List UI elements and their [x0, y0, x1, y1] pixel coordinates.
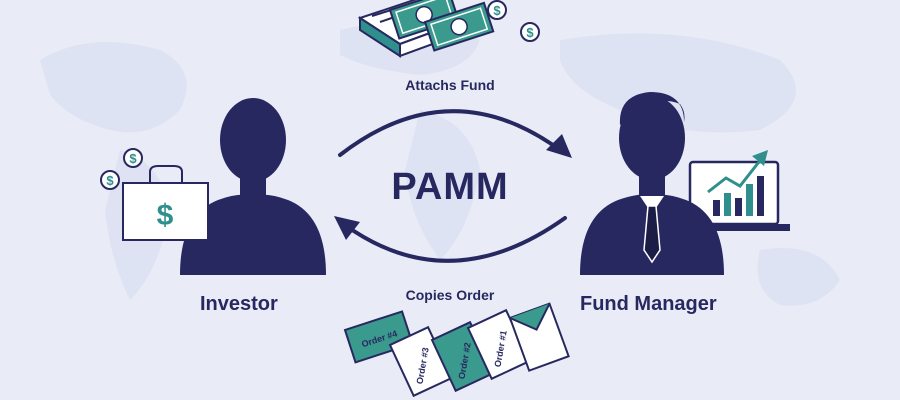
money-bag-icon: $ — [122, 165, 209, 241]
top-flow-label: Attachs Fund — [405, 77, 495, 93]
svg-text:$: $ — [157, 199, 174, 232]
order-card: Order #4 — [343, 310, 414, 364]
bottom-flow-label: Copies Order — [405, 287, 495, 303]
dollar-coin-icon: $ — [520, 22, 540, 42]
bottom-flow-arrow — [334, 216, 567, 263]
top-flow-arrow — [338, 109, 572, 158]
cash-stack-icon — [357, 0, 495, 58]
fund-manager-figure — [580, 92, 724, 275]
dollar-coin-icon: $ — [100, 170, 120, 190]
investor-label: Investor — [200, 293, 278, 315]
fund-manager-label: Fund Manager — [580, 293, 717, 315]
laptop-chart-icon — [680, 150, 790, 231]
svg-text:$: $ — [106, 173, 114, 188]
dollar-coin-icon: $ — [487, 0, 507, 20]
document-card-icon — [508, 302, 570, 372]
svg-text:$: $ — [129, 151, 137, 166]
svg-text:$: $ — [493, 3, 501, 18]
investor-figure — [180, 98, 326, 275]
dollar-coin-icon: $ — [123, 148, 143, 168]
world-map-background — [40, 22, 840, 306]
pamm-title: PAMM — [391, 166, 509, 208]
svg-text:$: $ — [526, 25, 534, 40]
